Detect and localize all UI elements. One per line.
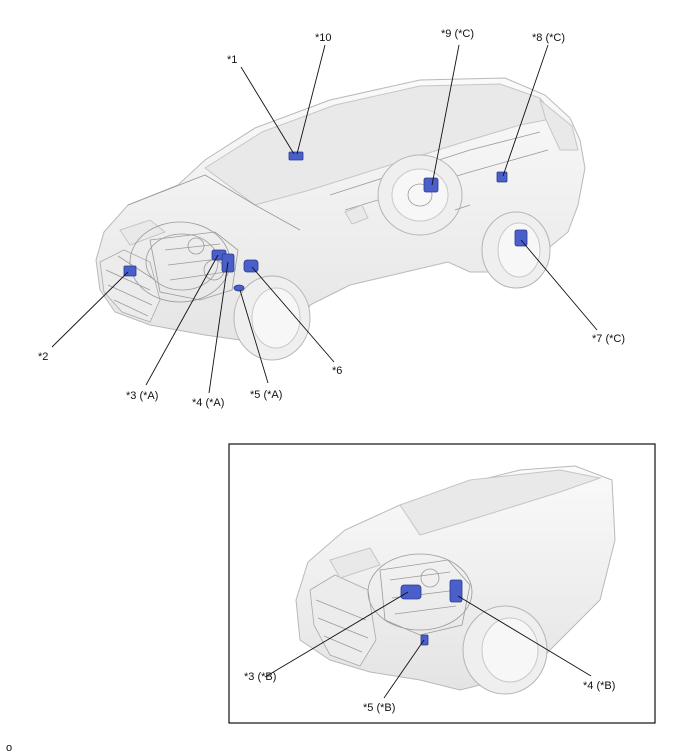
component-7	[514, 229, 528, 247]
inset-component-3	[400, 584, 422, 600]
inset-engine	[367, 553, 473, 636]
rear-wheel	[481, 211, 551, 289]
leader-lines-main	[51, 44, 598, 394]
callout-labels-main: *1 *10 *9 (*C) *8 (*C) *2 *3 (*A) *4 (*A…	[38, 28, 625, 409]
front-wheel	[233, 275, 311, 361]
inset-detail: *3 (*B) *4 (*B) *5 (*B)	[228, 443, 656, 724]
callout-7: *7 (*C)	[592, 333, 625, 345]
rear-tire-see-through	[377, 154, 463, 236]
footer-mark: o	[6, 742, 12, 754]
callout-3: *3 (*A)	[126, 390, 158, 402]
component-6	[243, 259, 259, 273]
component-8	[496, 171, 508, 183]
inset-front-wheel	[462, 605, 548, 695]
callout-9: *9 (*C)	[441, 28, 474, 40]
callout-4: *4 (*A)	[192, 397, 224, 409]
vehicle-illustration	[95, 77, 586, 361]
inset-callout-3: *3 (*B)	[244, 671, 276, 683]
callout-8: *8 (*C)	[532, 32, 565, 44]
component-9	[423, 177, 439, 193]
callout-5: *5 (*A)	[250, 389, 282, 401]
component-5	[233, 284, 245, 292]
inset-callout-4: *4 (*B)	[583, 680, 615, 692]
inset-component-4	[449, 579, 463, 603]
callout-6: *6	[332, 365, 342, 377]
callout-10: *10	[315, 32, 332, 44]
callout-1: *1	[227, 54, 237, 66]
component-1	[288, 151, 304, 161]
inset-callout-5: *5 (*B)	[363, 702, 395, 714]
callout-2: *2	[38, 351, 48, 363]
